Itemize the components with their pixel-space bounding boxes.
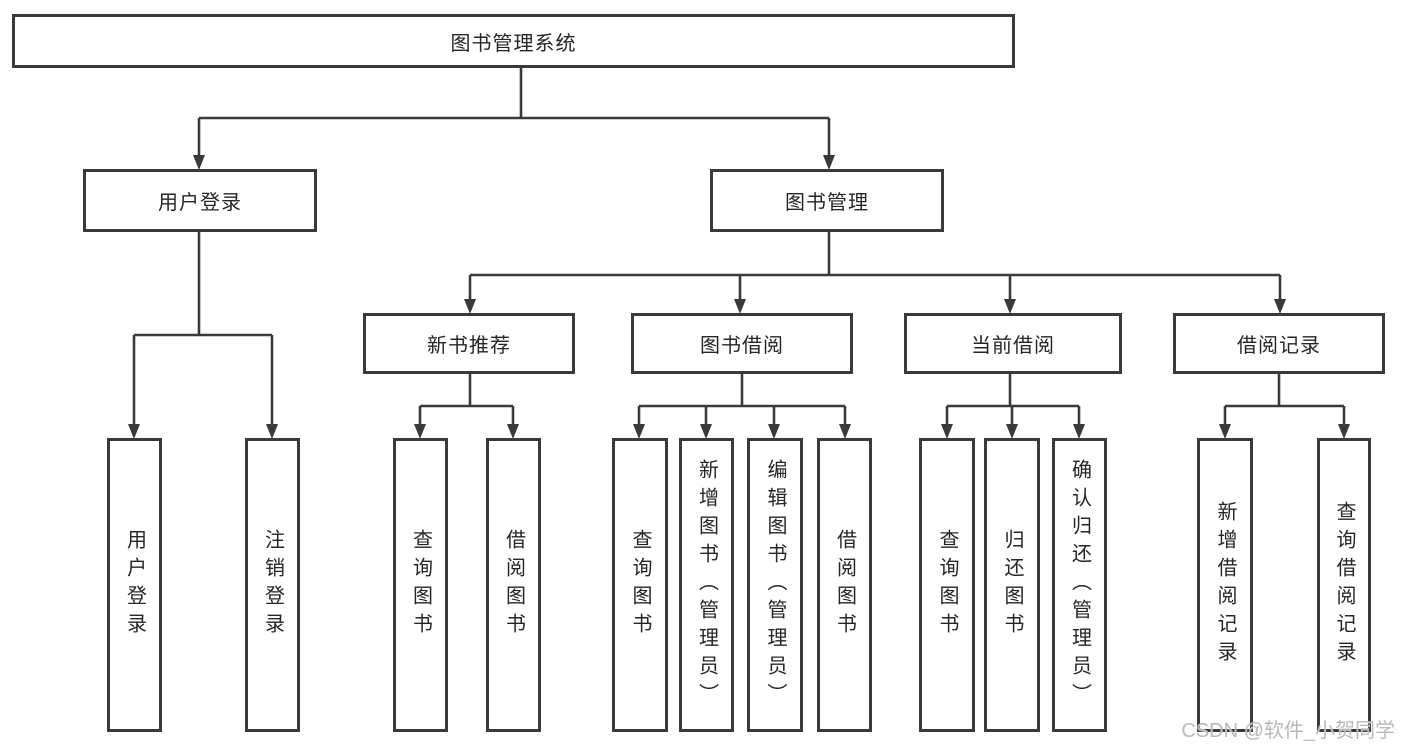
node-label: 图书管理系统: [450, 32, 577, 55]
node-user-login: 用户登录: [83, 169, 317, 232]
node-label: 用户登录: [123, 529, 146, 641]
node-label: 归还图书: [1001, 529, 1023, 641]
leaf-logout: 注销登录: [245, 438, 300, 732]
leaf-query-book: 查询图书: [393, 438, 448, 732]
leaf-add-book-admin: 新增图书（管理员）: [679, 438, 734, 732]
leaf-user-login: 用户登录: [107, 438, 162, 732]
node-borrowing-records: 借阅记录: [1173, 313, 1385, 374]
leaf-borrow-book: 借阅图书: [817, 438, 872, 732]
node-label: 新书推荐: [427, 335, 511, 357]
node-label: 图书借阅: [700, 335, 784, 357]
node-label: 用户登录: [158, 192, 242, 214]
node-label: 查询借阅记录: [1333, 501, 1355, 669]
node-book-management: 图书管理: [710, 169, 944, 232]
leaf-query-borrow-record: 查询借阅记录: [1317, 438, 1371, 732]
node-label: 查询图书: [409, 529, 432, 641]
node-label: 借阅图书: [502, 529, 525, 641]
leaf-borrow-book: 借阅图书: [486, 438, 541, 732]
node-library-management-system: 图书管理系统: [12, 14, 1015, 68]
node-label: 确认归还（管理员）: [1068, 459, 1091, 711]
node-book-borrowing: 图书借阅: [631, 313, 853, 374]
leaf-confirm-return-admin: 确认归还（管理员）: [1052, 438, 1107, 732]
leaf-query-book: 查询图书: [919, 438, 975, 732]
node-label: 图书管理: [785, 192, 869, 214]
node-label: 查询图书: [936, 529, 958, 641]
node-label: 借阅图书: [833, 529, 856, 641]
node-label: 新增图书（管理员）: [695, 459, 718, 711]
node-label: 新增借阅记录: [1214, 501, 1236, 669]
leaf-edit-book-admin: 编辑图书（管理员）: [747, 438, 803, 732]
node-label: 注销登录: [261, 529, 284, 641]
node-label: 查询图书: [629, 529, 651, 641]
node-label: 借阅记录: [1237, 335, 1321, 357]
leaf-add-borrow-record: 新增借阅记录: [1197, 438, 1253, 732]
node-label: 编辑图书（管理员）: [764, 459, 786, 711]
node-label: 当前借阅: [971, 335, 1055, 357]
leaf-query-book: 查询图书: [612, 438, 668, 732]
node-new-book-recommendation: 新书推荐: [363, 313, 575, 374]
watermark: CSDN @软件_小贺同学: [1181, 720, 1395, 742]
leaf-return-book: 归还图书: [984, 438, 1040, 732]
node-current-borrowing: 当前借阅: [904, 313, 1122, 374]
